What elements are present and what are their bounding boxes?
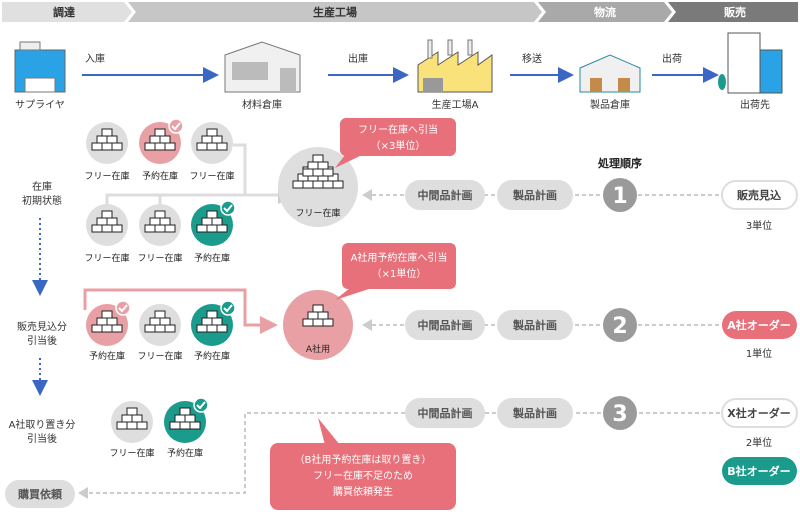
node-product-warehouse: 製品倉庫	[590, 98, 630, 111]
stage-sales: 販売	[724, 5, 746, 19]
label-reserved: 予約在庫	[142, 170, 178, 182]
label-reserved: 予約在庫	[89, 350, 125, 362]
pool-label-a-company: A社用	[306, 343, 330, 355]
svg-text:A社オーダー: A社オーダー	[727, 318, 791, 332]
node-ship-to: 出荷先	[740, 98, 770, 111]
stage-logistics: 物流	[594, 5, 616, 19]
product-plan-pill	[497, 310, 573, 340]
process-order-title: 処理順序	[597, 156, 642, 170]
svg-text:3: 3	[612, 402, 627, 427]
svg-text:（×1単位）: （×1単位）	[372, 267, 427, 280]
stage-factory: 生産工場	[313, 5, 357, 19]
purchase-request: 購買依頼	[5, 480, 75, 508]
arrow-left-icon	[78, 487, 88, 499]
svg-text:販売見込: 販売見込	[737, 188, 781, 202]
label-free: フリー在庫	[137, 350, 182, 362]
state-label-initial-1: 在庫	[32, 180, 52, 193]
label-free: フリー在庫	[84, 170, 129, 182]
svg-text:フリー在庫不足のため: フリー在庫不足のため	[313, 469, 413, 482]
order-pill-x-company	[721, 398, 798, 428]
stage-bar: 調達 生産工場 物流 販売	[2, 2, 798, 22]
units: 1単位	[746, 347, 772, 360]
svg-text:中間品計画: 中間品計画	[418, 188, 473, 202]
process-row-3: 中間品計画 製品計画 3 X社オーダー 2単位 B社オーダー	[405, 396, 798, 485]
check-icon	[220, 200, 236, 216]
inventory-row-after-a	[111, 397, 209, 443]
node-material-warehouse: 材料倉庫	[242, 98, 282, 111]
order-pill-a-company	[722, 311, 797, 339]
svg-text:B社オーダー: B社オーダー	[727, 464, 790, 478]
edge-label-shipment: 出荷	[662, 52, 682, 65]
callout-2: A社用予約在庫へ引当 （×1単位）	[335, 243, 456, 300]
node-supplier: サプライヤ	[15, 99, 65, 111]
svg-text:中間品計画: 中間品計画	[418, 318, 473, 332]
svg-text:製品計画: 製品計画	[512, 188, 557, 202]
svg-text:2: 2	[612, 314, 627, 339]
process-row-1: 中間品計画 製品計画 1 販売見込 3単位	[405, 178, 798, 232]
label-free: フリー在庫	[189, 170, 234, 182]
callout-3: （B社用予約在庫は取り置き） フリー在庫不足のため 購買依頼発生	[270, 418, 456, 510]
units: 3単位	[746, 219, 772, 232]
node-factory-a: 生産工場A	[432, 98, 479, 111]
stage-procurement: 調達	[53, 5, 75, 19]
label-free: フリー在庫	[109, 447, 154, 459]
step-badge	[603, 396, 637, 430]
supplier-building-icon	[14, 41, 66, 93]
intermediate-plan-pill	[405, 180, 485, 210]
label-reserved: 予約在庫	[194, 350, 230, 362]
state-label-after-a-2: 引当後	[27, 432, 57, 445]
process-row-2: 中間品計画 製品計画 2 A社オーダー 1単位	[405, 308, 797, 360]
check-icon	[115, 300, 131, 316]
svg-text:A社用予約在庫へ引当: A社用予約在庫へ引当	[351, 251, 448, 264]
svg-text:（×3単位）: （×3単位）	[371, 139, 426, 152]
svg-text:フリー在庫へ引当: フリー在庫へ引当	[358, 123, 438, 136]
callout-1: フリー在庫へ引当 （×3単位）	[335, 118, 456, 168]
intermediate-plan-pill	[405, 310, 485, 340]
product-plan-pill	[497, 398, 573, 428]
state-label-after-a-1: A社取り置き分	[9, 418, 76, 431]
svg-text:1: 1	[612, 184, 627, 209]
svg-text:中間品計画: 中間品計画	[418, 406, 473, 420]
label-free: フリー在庫	[137, 252, 182, 264]
svg-text:購買依頼: 購買依頼	[17, 487, 63, 501]
edge-label-receipt: 入庫	[85, 52, 105, 65]
check-icon	[168, 118, 184, 134]
state-label-after-forecast-1: 販売見込分	[17, 320, 67, 333]
state-label-initial-2: 初期状態	[22, 194, 62, 207]
product-warehouse-icon	[579, 54, 641, 93]
edge-label-transfer: 移送	[522, 52, 542, 65]
state-label-after-forecast-2: 引当後	[27, 334, 57, 347]
label-reserved: 予約在庫	[194, 252, 230, 264]
svg-text:購買依頼発生: 購買依頼発生	[333, 485, 393, 498]
check-icon	[193, 397, 209, 413]
material-warehouse-icon	[224, 41, 301, 93]
step-badge	[603, 178, 637, 212]
label-reserved: 予約在庫	[167, 447, 203, 459]
product-plan-pill	[497, 180, 573, 210]
inventory-row-after-forecast	[86, 300, 236, 346]
intermediate-plan-pill	[405, 398, 485, 428]
units: 2単位	[746, 436, 772, 449]
svg-text:製品計画: 製品計画	[512, 406, 557, 420]
svg-text:製品計画: 製品計画	[512, 318, 557, 332]
inventory-row-initial	[86, 118, 236, 246]
order-pill-b-company	[722, 457, 797, 485]
factory-icon	[417, 39, 493, 93]
free-inventory-pool	[278, 147, 358, 227]
svg-text:（B社用予約在庫は取り置き）: （B社用予約在庫は取り置き）	[295, 453, 432, 466]
label-free: フリー在庫	[84, 252, 129, 264]
customer-building-icon	[718, 32, 783, 94]
check-icon	[220, 300, 236, 316]
svg-text:X社オーダー: X社オーダー	[727, 406, 790, 420]
step-badge	[603, 308, 637, 342]
pool-label-free: フリー在庫	[295, 207, 340, 219]
arrow-left-icon	[362, 189, 372, 201]
edge-label-issue: 出庫	[348, 52, 368, 65]
a-company-reserved-pool	[283, 290, 353, 360]
order-pill-forecast	[721, 180, 798, 210]
arrow-left-icon	[362, 319, 372, 331]
